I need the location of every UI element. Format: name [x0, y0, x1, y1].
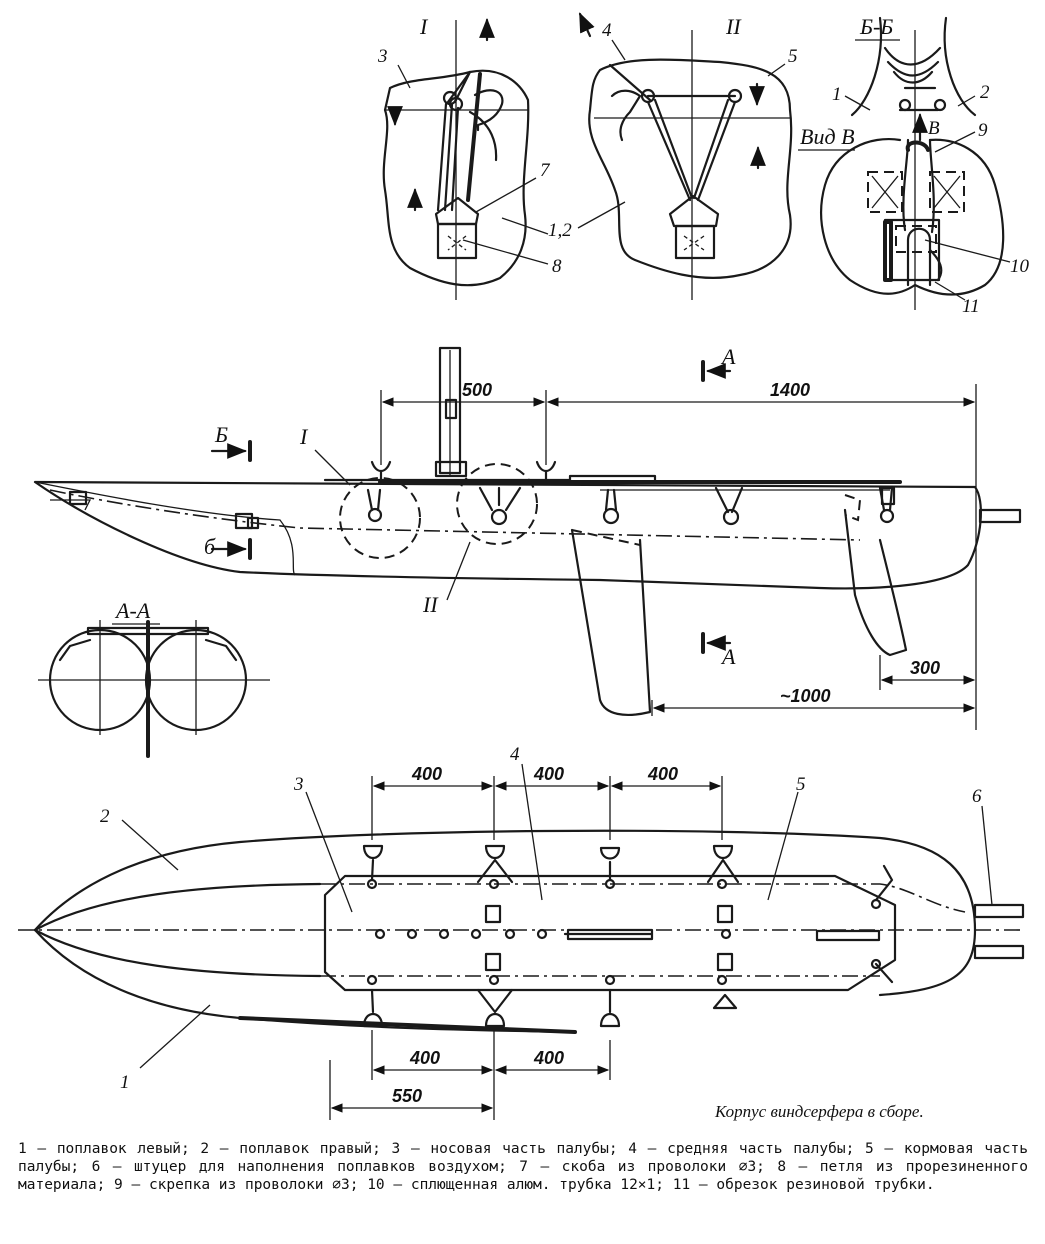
section-BB-title: Б-Б — [859, 14, 893, 39]
plan-dim-top-2: 400 — [533, 764, 564, 784]
view-B-letter: В — [928, 118, 940, 139]
section-BB-label-9: 9 — [978, 120, 988, 141]
detail-section-BB: Б-Б 1 2 Вид В В 9 10 11 — [798, 14, 1030, 317]
side-detail-I-mark: I — [299, 424, 309, 449]
section-BB-label-1: 1 — [832, 84, 842, 105]
figure-legend: 1 — поплавок левый; 2 — поплавок правый;… — [18, 1141, 1028, 1193]
figure-caption: Корпус виндсерфера в сборе. — [715, 1102, 924, 1121]
plan-label-3: 3 — [293, 774, 304, 795]
detail-I-label-3: 3 — [377, 46, 388, 67]
plan-dim-bottom-1: 400 — [409, 1048, 440, 1068]
section-mark-B-top: Б — [214, 422, 228, 447]
detail-I-title: I — [419, 14, 429, 39]
plan-label-5: 5 — [796, 774, 806, 795]
plan-label-6: 6 — [972, 786, 982, 807]
dim-500: 500 — [462, 380, 492, 400]
section-BB-label-2: 2 — [980, 82, 990, 103]
side-detail-II-mark: II — [422, 592, 439, 617]
section-mark-A-bottom: А — [720, 644, 736, 669]
section-AA: А-А — [38, 598, 270, 758]
side-view: I II А А Б б 500 1400 300 — [33, 344, 1022, 730]
dim-300: 300 — [910, 658, 940, 678]
detail-II-label-5: 5 — [788, 46, 798, 67]
plan-dim-bottom-3: 550 — [392, 1086, 422, 1106]
plan-dim-bottom-2: 400 — [533, 1048, 564, 1068]
section-mark-B-bottom: б — [204, 534, 216, 559]
plan-label-4: 4 — [510, 744, 520, 765]
detail-I-label-1-2: 1,2 — [548, 220, 572, 241]
plan-label-2: 2 — [100, 806, 110, 827]
plan-dim-top-1: 400 — [411, 764, 442, 784]
detail-II-label-4: 4 — [602, 20, 612, 41]
plan-view: 2 1 3 4 5 6 400 400 400 400 400 550 — [18, 744, 1025, 1120]
section-BB-label-10: 10 — [1010, 256, 1030, 277]
section-BB-label-11: 11 — [962, 296, 980, 317]
plan-rivets — [366, 878, 732, 986]
detail-II: II 4 5 — [577, 12, 798, 300]
section-mark-A-top: А — [720, 344, 736, 369]
detail-I-label-8: 8 — [552, 256, 562, 277]
dim-1000: ~1000 — [780, 686, 831, 706]
detail-I-label-7: 7 — [540, 160, 551, 181]
dim-1400: 1400 — [770, 380, 810, 400]
detail-II-title: II — [725, 14, 742, 39]
plan-label-1: 1 — [120, 1072, 130, 1093]
detail-I: I 3 7 1,2 8 — [377, 14, 572, 300]
view-B-title: Вид В — [800, 124, 855, 149]
plan-dim-top-3: 400 — [647, 764, 678, 784]
section-AA-title: А-А — [114, 598, 151, 623]
